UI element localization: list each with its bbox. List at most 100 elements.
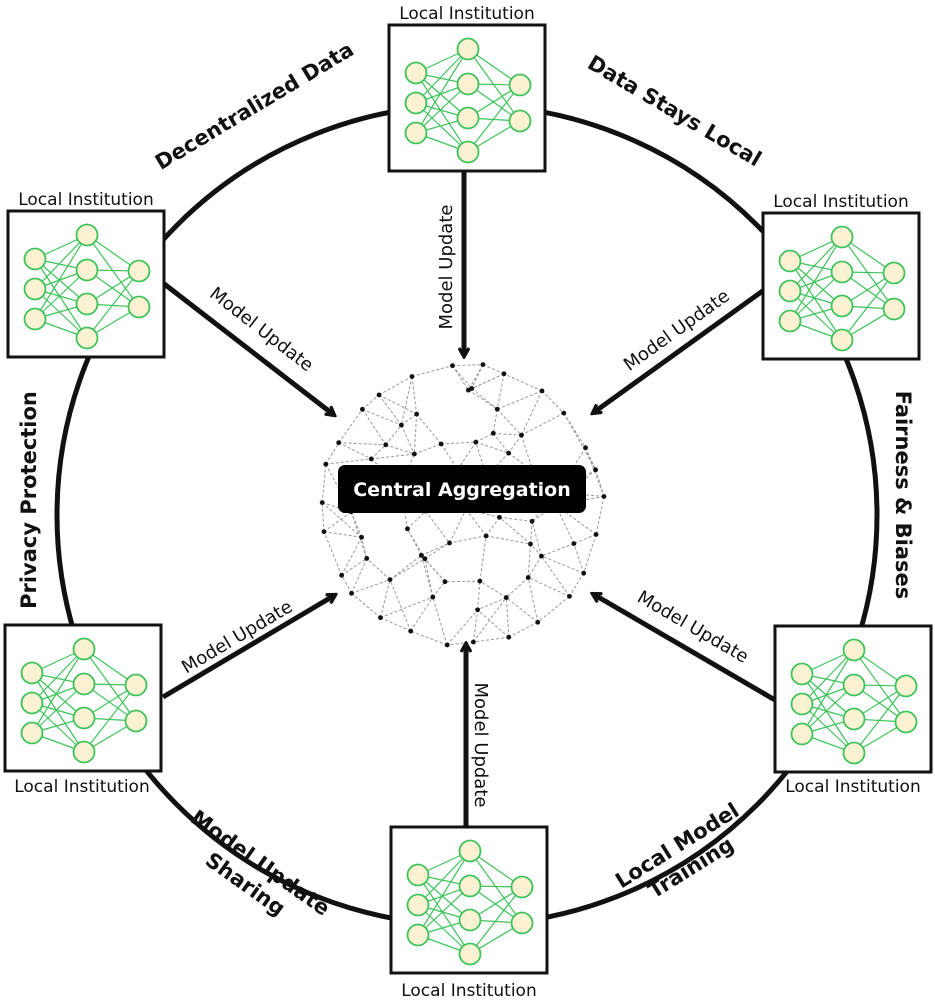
mesh-link — [413, 414, 418, 455]
mesh-link — [444, 580, 480, 583]
mesh-node — [501, 371, 507, 377]
institution-label-bottom-right: Local Institution — [785, 777, 921, 797]
mesh-link — [503, 373, 543, 392]
institution-label-top: Local Institution — [399, 4, 535, 24]
nn-node — [830, 225, 854, 249]
mesh-node — [470, 639, 476, 645]
mesh-link — [520, 390, 543, 436]
mesh-node — [444, 642, 450, 648]
mesh-node — [528, 541, 533, 547]
mesh-link — [497, 390, 543, 410]
mesh-link — [410, 630, 448, 646]
neural-network-icon — [406, 839, 534, 966]
nn-node — [406, 893, 430, 917]
nn-connection — [34, 234, 88, 290]
mesh-link — [541, 555, 570, 597]
mesh-link — [465, 508, 500, 518]
nn-node — [508, 73, 532, 97]
mesh-node — [442, 579, 448, 585]
theme-local-model-training: Local Model Training — [611, 798, 743, 903]
mesh-link — [338, 409, 363, 443]
nn-node — [510, 875, 534, 899]
mesh-node — [497, 514, 502, 520]
mesh-node — [323, 461, 329, 467]
mesh-node — [529, 518, 535, 524]
mesh-link — [378, 394, 417, 415]
mesh-link — [385, 424, 402, 446]
mesh-link — [321, 502, 325, 532]
nn-connection — [417, 850, 471, 936]
nn-connection — [34, 288, 88, 339]
mesh-link — [351, 579, 391, 594]
mesh-node — [364, 556, 370, 561]
mesh-link — [400, 424, 415, 455]
mesh-link — [505, 597, 510, 638]
nn-node — [830, 260, 854, 284]
mesh-link — [479, 580, 507, 598]
nn-connection — [417, 874, 471, 955]
mesh-link — [341, 558, 367, 576]
model-update-arrows — [161, 170, 777, 826]
mesh-link — [505, 577, 529, 598]
mesh-link — [465, 508, 487, 537]
nn-connection — [417, 904, 471, 955]
mesh-link — [486, 535, 531, 545]
mesh-node — [339, 572, 345, 578]
nn-node — [23, 307, 47, 331]
institution-bottom — [389, 825, 549, 975]
mesh-link — [508, 434, 522, 454]
mesh-link — [432, 596, 448, 646]
mesh-link — [527, 577, 570, 597]
mesh-link — [341, 575, 352, 594]
nn-node — [20, 691, 44, 715]
mesh-node — [319, 500, 325, 505]
arrow-label-bottom-left: Model Update — [178, 596, 296, 678]
nn-node — [72, 706, 96, 730]
mesh-link — [471, 388, 498, 410]
nn-connection — [789, 260, 843, 307]
mesh-node — [409, 374, 415, 379]
mesh-link — [338, 442, 386, 446]
mesh-link — [485, 517, 500, 537]
nn-connection — [34, 258, 88, 305]
mesh-link — [351, 558, 368, 594]
mesh-link — [557, 492, 605, 497]
mesh-link — [573, 543, 585, 574]
mesh-node — [483, 533, 489, 539]
mesh-node — [583, 445, 588, 451]
nn-node — [404, 121, 428, 145]
institution-label-bottom: Local Institution — [401, 981, 537, 1001]
institution-top-right — [761, 211, 921, 361]
mesh-link — [410, 596, 434, 632]
mesh-link — [527, 555, 542, 578]
nn-connection — [31, 672, 85, 719]
nn-node — [830, 328, 854, 352]
mesh-link — [468, 373, 505, 391]
mesh-node — [567, 593, 572, 599]
nn-node — [75, 326, 99, 350]
nn-connection — [853, 685, 907, 754]
nn-node — [790, 662, 814, 686]
arrow-top-left — [161, 281, 334, 415]
nn-node — [456, 140, 480, 164]
nn-node — [510, 911, 534, 935]
mesh-node — [480, 362, 486, 368]
nn-node — [75, 292, 99, 316]
nn-connection — [31, 672, 85, 753]
mesh-link — [452, 365, 469, 391]
nn-node — [458, 942, 482, 966]
mesh-link — [389, 554, 422, 581]
mesh-link — [350, 511, 368, 559]
mesh-link — [482, 364, 505, 375]
mesh-link — [493, 432, 522, 436]
neural-network-icon — [404, 37, 532, 164]
nn-node — [458, 908, 482, 932]
mesh-link — [537, 595, 570, 623]
institution-bottom-left — [3, 623, 163, 773]
mesh-link — [411, 365, 453, 378]
mesh-link — [457, 441, 477, 470]
nn-node — [75, 258, 99, 282]
mesh-link — [432, 581, 446, 598]
arrow-bottom-right — [593, 594, 777, 703]
nn-connection — [415, 48, 469, 104]
